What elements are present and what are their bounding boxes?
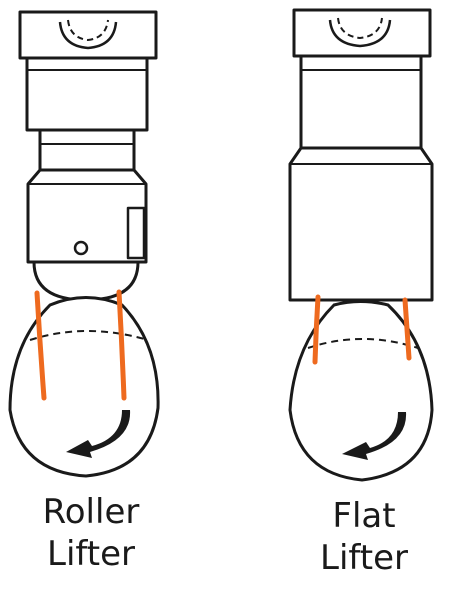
- flat-lifter-body-lower: [288, 146, 434, 302]
- roller-rotation-arrow-icon: [66, 410, 131, 458]
- roller-lifter-top-cup: [18, 10, 158, 60]
- roller-lifter-assembly: [8, 10, 160, 478]
- roller-contact-marks: [34, 289, 127, 401]
- roller-pushrod-seat: [58, 21, 118, 50]
- flat-lifter-assembly: [288, 8, 434, 482]
- flat-contact-marks: [312, 294, 412, 365]
- flat-rotation-arrow-icon: [342, 412, 407, 460]
- roller-lifter-neck: [38, 128, 136, 172]
- flat-pushrod-seat: [328, 19, 392, 48]
- roller-axle-pin: [73, 240, 89, 256]
- flat-lifter-label-line2: Lifter: [320, 538, 408, 578]
- roller-lifter-label: Roller Lifter: [0, 491, 191, 575]
- roller-lifter-label-line2: Lifter: [47, 534, 135, 574]
- roller-lifter-guide-flat: [126, 206, 146, 260]
- roller-lifter-body-upper: [25, 56, 149, 132]
- roller-lifter-label-line1: Roller: [42, 492, 140, 532]
- flat-lifter-top-cup: [292, 8, 432, 58]
- roller-wheel: [32, 260, 140, 302]
- flat-lifter-label-line1: Flat: [332, 496, 396, 536]
- flat-lifter-label: Flat Lifter: [264, 495, 461, 579]
